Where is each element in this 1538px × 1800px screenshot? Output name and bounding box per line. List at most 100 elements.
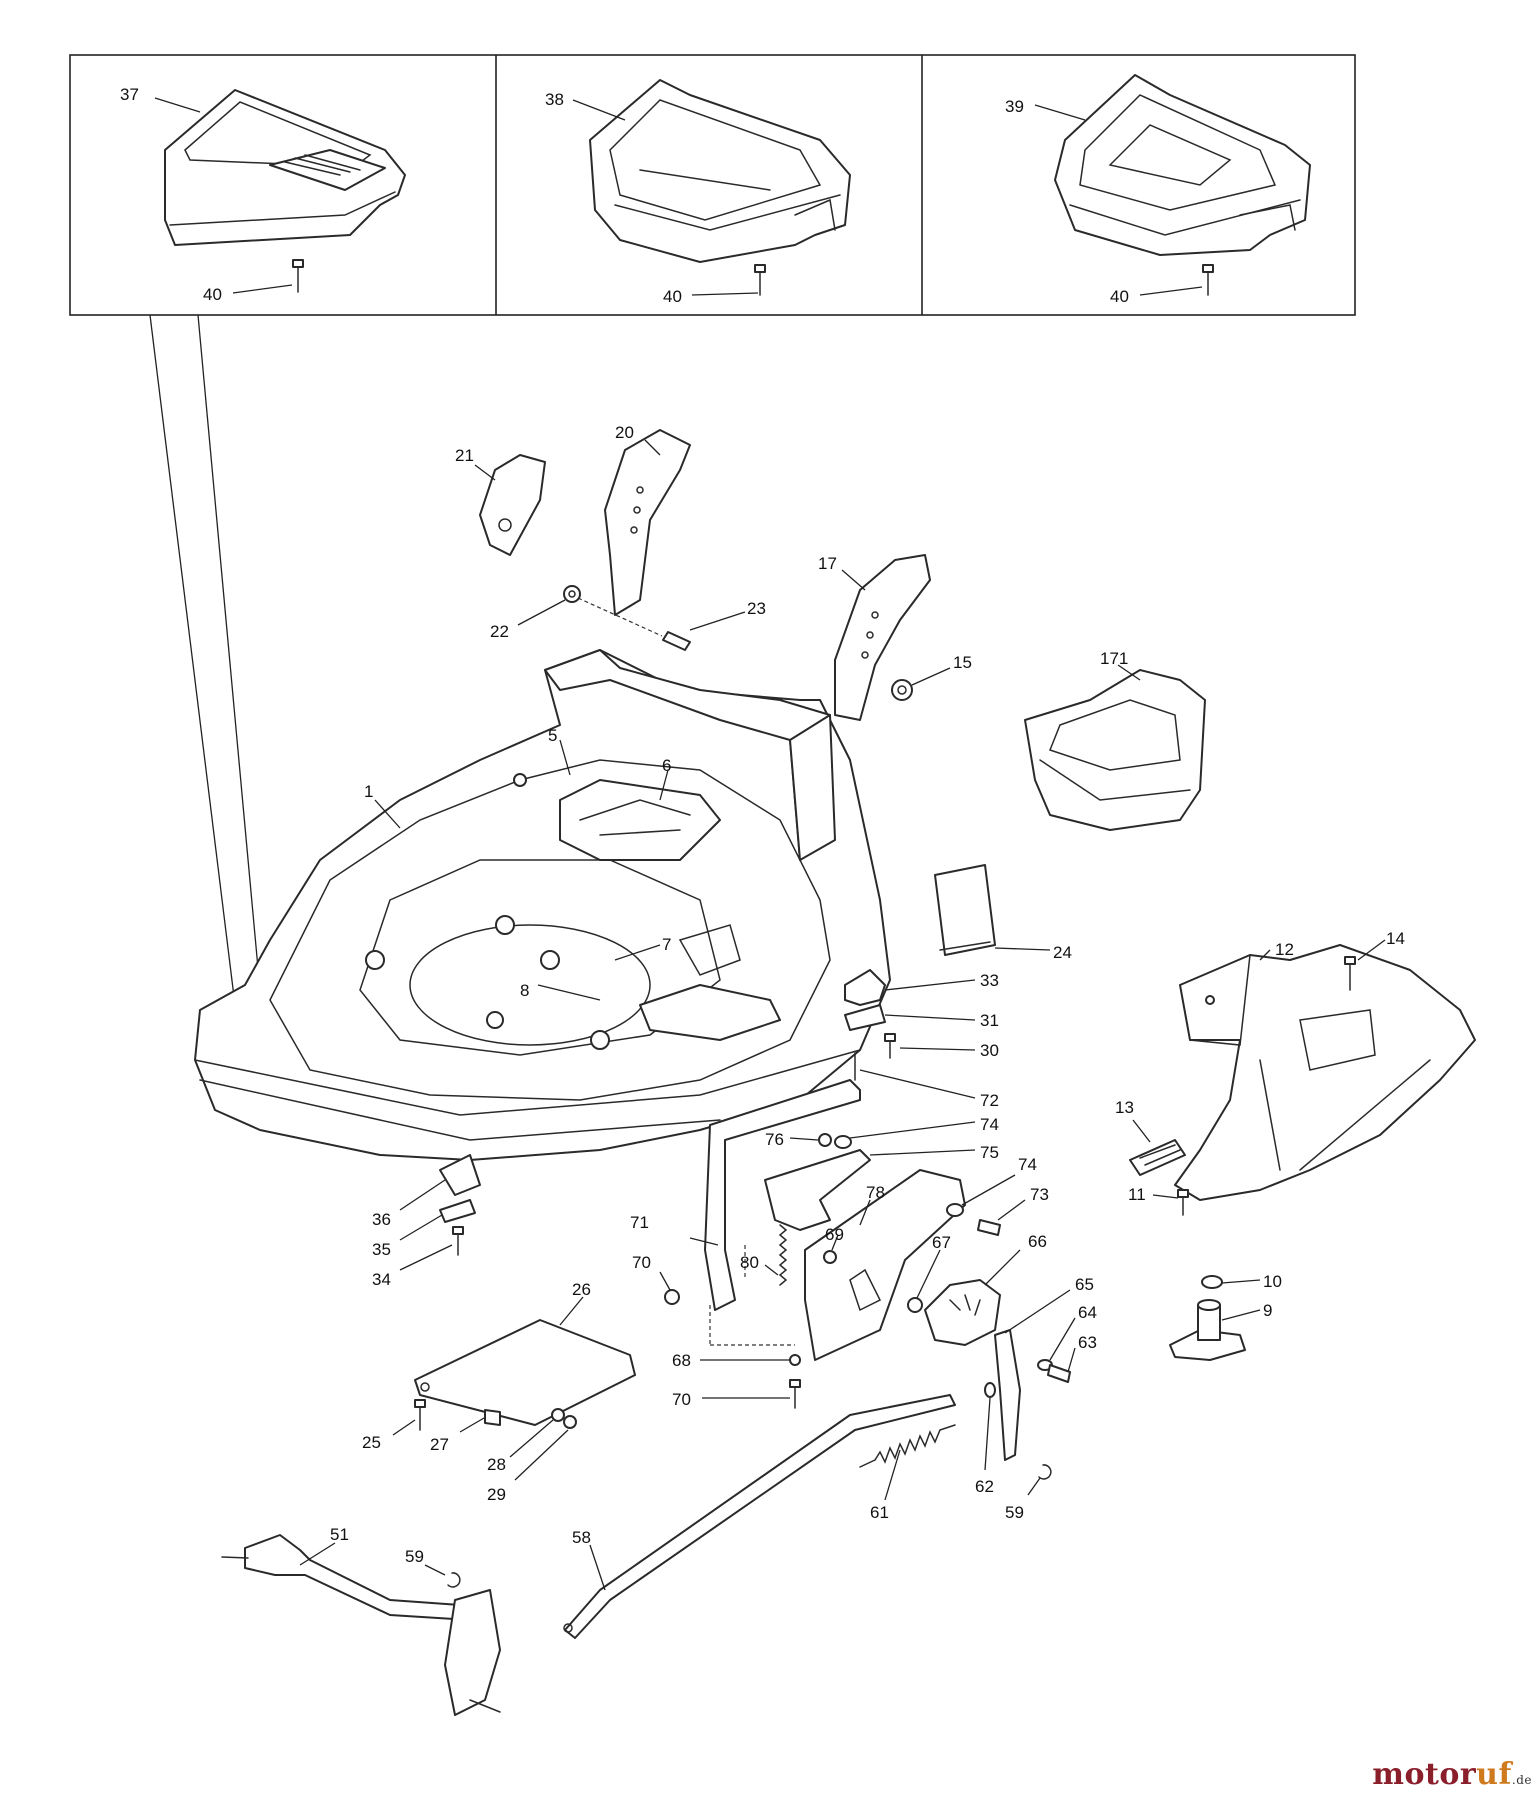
callout-31: 31 xyxy=(884,1011,999,1030)
callout-171: 171 xyxy=(1100,649,1141,681)
callout-74: 73 xyxy=(997,1185,1049,1221)
nut-15 xyxy=(891,679,913,701)
callout-79: 78 xyxy=(859,1183,885,1226)
callout-27: 27 xyxy=(430,1417,485,1454)
label-30: 30 xyxy=(980,1041,999,1060)
label-31: 31 xyxy=(980,1011,999,1030)
label-26: 26 xyxy=(572,1280,591,1299)
label-62: 62 xyxy=(975,1477,994,1496)
screw-34 xyxy=(452,1226,464,1256)
callout-11: 11 xyxy=(1128,1185,1179,1204)
label-28: 28 xyxy=(487,1455,506,1474)
rear-shield-12 xyxy=(1174,944,1476,1201)
callout-39: 39 xyxy=(1005,97,1086,121)
label-40a: 40 xyxy=(203,285,222,304)
label-39: 39 xyxy=(1005,97,1024,116)
label-59b: 59 xyxy=(1005,1503,1024,1522)
plate-24 xyxy=(934,864,996,956)
bracket-71 xyxy=(704,1079,861,1311)
label-23: 23 xyxy=(747,599,766,618)
nut-22 xyxy=(563,585,581,603)
callout-80: 80 xyxy=(740,1253,779,1276)
callout-29: 29 xyxy=(487,1429,569,1504)
rear-cover-171 xyxy=(1024,669,1206,831)
lever-65 xyxy=(994,1329,1021,1461)
washer-10 xyxy=(1201,1275,1223,1289)
callout-24: 24 xyxy=(994,943,1072,962)
label-9: 9 xyxy=(1263,1301,1272,1320)
label-63: 63 xyxy=(1078,1333,1097,1352)
callout-8: 8 xyxy=(520,981,601,1001)
spring-80 xyxy=(778,1224,788,1286)
label-80: 80 xyxy=(740,1253,759,1272)
screw-40c xyxy=(1202,264,1214,296)
label-35: 35 xyxy=(372,1240,391,1259)
callout-72: 70 xyxy=(632,1253,671,1291)
spring-61 xyxy=(859,1424,956,1468)
washer-28 xyxy=(551,1408,565,1422)
sector-66 xyxy=(924,1279,1001,1346)
callout-28: 28 xyxy=(487,1419,554,1474)
callout-36: 36 xyxy=(372,1179,446,1229)
bolt-63 xyxy=(1047,1364,1071,1383)
pivot-9 xyxy=(1169,1299,1246,1361)
nut-68 xyxy=(789,1354,801,1366)
callout-58: 58 xyxy=(572,1528,606,1591)
bolt-74 xyxy=(977,1219,1001,1236)
label-21: 21 xyxy=(455,446,474,465)
screw-40a xyxy=(292,259,304,293)
callout-33: 33 xyxy=(884,971,999,991)
washer-75a xyxy=(834,1135,852,1149)
callout-37: 37 xyxy=(120,85,201,113)
callout-75b: 74 xyxy=(961,1155,1037,1206)
callout-61: 61 xyxy=(870,1449,901,1522)
label-8: 8 xyxy=(520,981,529,1000)
label-67: 67 xyxy=(932,1233,951,1252)
callout-38: 38 xyxy=(545,90,626,121)
label-75a: 74 xyxy=(980,1115,999,1134)
callout-15: 15 xyxy=(911,653,972,686)
label-171: 171 xyxy=(1100,649,1128,668)
nut-72 xyxy=(664,1289,680,1305)
callout-5: 5 xyxy=(548,726,571,776)
label-5: 5 xyxy=(548,726,557,745)
screw-11 xyxy=(1177,1189,1189,1216)
callout-67: 67 xyxy=(916,1233,951,1299)
callout-76: 75 xyxy=(869,1143,999,1162)
handle-bracket-17 xyxy=(834,554,931,721)
nut-29 xyxy=(563,1415,577,1429)
label-15: 15 xyxy=(953,653,972,672)
label-37: 37 xyxy=(120,85,139,104)
nut-69 xyxy=(823,1250,837,1264)
mower-deck-1 xyxy=(194,649,891,1196)
callout-71: 71 xyxy=(630,1213,719,1246)
label-12: 12 xyxy=(1275,940,1294,959)
callout-35: 35 xyxy=(372,1214,443,1259)
callout-1: 1 xyxy=(364,782,401,829)
nut-78 xyxy=(818,1133,832,1147)
callout-78: 76 xyxy=(765,1130,819,1149)
label-59a: 59 xyxy=(405,1547,424,1566)
callout-73: 72 xyxy=(859,1069,999,1110)
callout-68: 68 xyxy=(672,1351,790,1370)
label-66: 66 xyxy=(1028,1232,1047,1251)
callout-7: 7 xyxy=(614,935,671,961)
rod-58 xyxy=(563,1394,956,1639)
label-70-overlay: 70 xyxy=(672,1390,691,1409)
label-33: 33 xyxy=(980,971,999,990)
variant-panel xyxy=(69,54,1356,1006)
callout-22: 22 xyxy=(490,599,566,641)
label-58: 58 xyxy=(572,1528,591,1547)
label-7: 7 xyxy=(662,935,671,954)
label-74: 73 xyxy=(1030,1185,1049,1204)
label-24: 24 xyxy=(1053,943,1072,962)
callout-65: 65 xyxy=(1004,1275,1094,1334)
label-40b: 40 xyxy=(663,287,682,306)
label-13: 13 xyxy=(1115,1098,1134,1117)
washer-75b xyxy=(946,1203,964,1217)
label-10: 10 xyxy=(1263,1272,1282,1291)
callout-21: 21 xyxy=(455,446,496,481)
label-79: 78 xyxy=(866,1183,885,1202)
watermark-logo: motoruf.de xyxy=(1372,1757,1532,1792)
